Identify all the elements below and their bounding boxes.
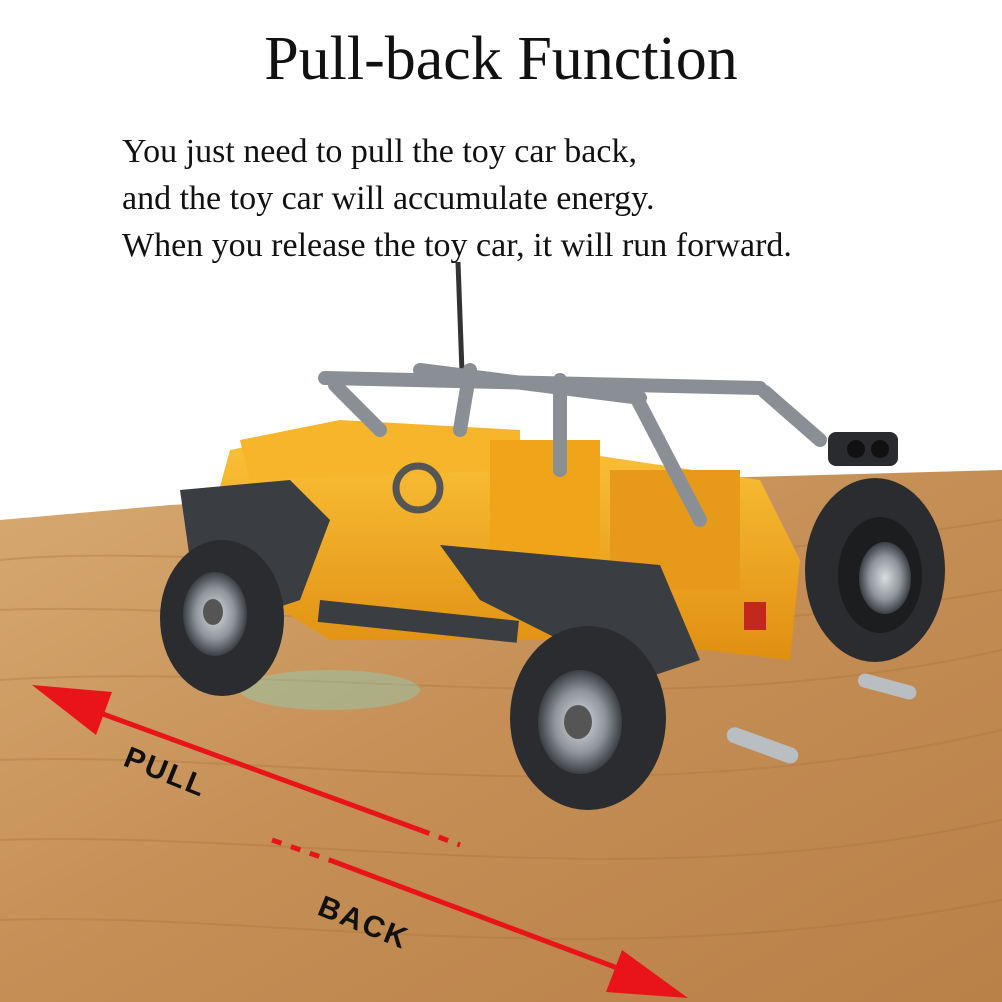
- front-wheel: [160, 540, 284, 696]
- back-arrow: [271, 837, 688, 998]
- page-title: Pull-back Function: [264, 25, 738, 93]
- description: You just need to pull the toy car back, …: [122, 128, 792, 269]
- rear-wheel: [510, 626, 666, 810]
- exhaust-pipes: [726, 673, 917, 764]
- pull-arrow: [32, 685, 461, 848]
- spare-tire: [805, 478, 945, 662]
- antenna: [455, 261, 465, 373]
- roof-lights: [828, 432, 898, 466]
- roll-cage: [318, 363, 827, 527]
- steering-wheel: [392, 462, 444, 514]
- description-line-2: and the toy car will accumulate energy.: [122, 180, 655, 217]
- description-line-1: You just need to pull the toy car back,: [122, 133, 637, 170]
- description-line-3: When you release the toy car, it will ru…: [122, 227, 792, 264]
- tail-light: [744, 602, 766, 630]
- motion-glow: [240, 670, 420, 710]
